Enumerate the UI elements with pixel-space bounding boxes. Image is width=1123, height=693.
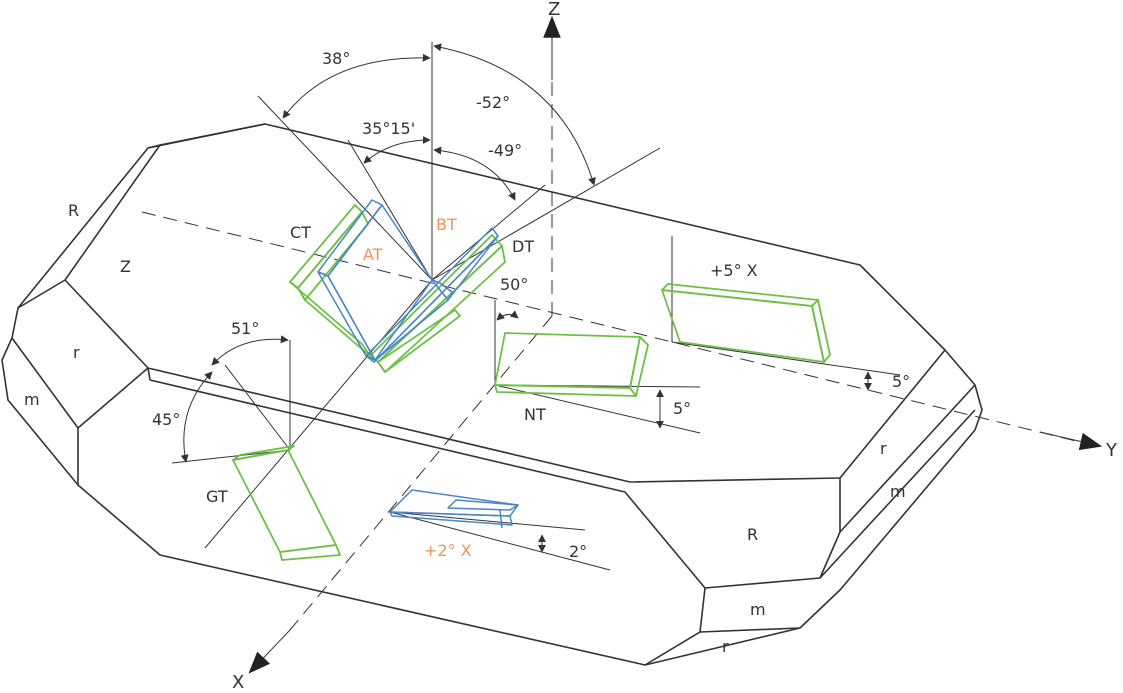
face-label-r-small-left: r <box>73 343 80 362</box>
angle-label-45: 45° <box>152 410 180 429</box>
face-label-m-right: m <box>890 482 906 501</box>
axis-label-y: Y <box>1105 440 1118 461</box>
y-axis-line <box>141 211 1081 443</box>
edge-r-bottom <box>644 631 701 666</box>
axis-label-z: Z <box>548 0 560 20</box>
blue-cuts <box>317 199 519 529</box>
face-label-r-bottom-right: R <box>747 525 758 544</box>
edge-r-band <box>17 144 161 309</box>
arc-45 <box>180 371 213 463</box>
angle-label-51: 51° <box>231 319 259 338</box>
edge-ridge-bottom <box>149 379 626 493</box>
face-label-m-left: m <box>24 390 40 409</box>
arc-51 <box>211 335 289 366</box>
crystal-outline <box>1 123 983 666</box>
ref-line-gt-51 <box>224 364 291 451</box>
edge-r-bottom-face <box>624 491 821 589</box>
plus2x-plate <box>389 489 519 529</box>
ref-slant-2x <box>389 511 611 571</box>
edge-r-left <box>11 279 149 429</box>
dt-plate <box>369 234 506 373</box>
x-axis-arrow <box>248 629 291 674</box>
bt-plate <box>365 227 499 363</box>
ref-line-ct <box>257 95 433 281</box>
arc-35-15 <box>363 136 431 164</box>
cut-label-at: AT <box>363 245 383 264</box>
arc-38 <box>282 53 431 119</box>
angle-label-neg52: -52° <box>476 93 510 112</box>
angle-label-38: 38° <box>322 49 350 68</box>
y-axis-arrow <box>1039 431 1103 451</box>
nt-plate <box>494 332 649 397</box>
arc-neg49 <box>433 146 516 201</box>
face-label-r-top-left: R <box>68 201 79 220</box>
angle-label-5-right: 5° <box>892 372 910 391</box>
face-label-z: Z <box>120 257 131 276</box>
cut-label-bt: BT <box>436 215 457 234</box>
gt-plate <box>232 445 341 561</box>
ref-horizontal-2x <box>389 511 586 531</box>
cut-label-nt: NT <box>524 405 546 424</box>
labels: Z Y X R Z r m r m R m r CT AT BT DT NT G… <box>24 0 1118 693</box>
face-label-r-right: r <box>880 439 887 458</box>
cut-label-ct: CT <box>290 223 311 242</box>
x-axis-line <box>289 315 553 631</box>
green-cuts <box>232 204 831 561</box>
edge-upper-facets <box>159 123 266 146</box>
angle-label-neg49: -49° <box>488 141 522 160</box>
face-label-r-bottom: r <box>722 637 729 656</box>
face-label-m-bottom: m <box>750 600 766 619</box>
angle-label-50: 50° <box>500 275 528 294</box>
arc-neg52 <box>433 43 596 186</box>
edge-ridge-end <box>147 367 151 381</box>
cut-label-dt: DT <box>512 237 534 256</box>
crystal-body <box>1 123 983 666</box>
plus5x-plate <box>661 283 831 363</box>
ref-line-gt-diagonal <box>204 279 433 549</box>
edge-ridge-top <box>147 349 946 483</box>
angle-label-2: 2° <box>569 542 587 561</box>
ref-slant-5x <box>671 341 901 376</box>
ref-line-at <box>347 139 433 281</box>
axis-label-x: X <box>232 672 244 689</box>
reference-lines <box>171 42 901 571</box>
arc-50 <box>496 310 519 321</box>
cut-label-plus5x: +5° X <box>710 261 758 280</box>
angle-arcs <box>180 43 872 553</box>
cut-label-gt: GT <box>206 487 228 506</box>
cut-label-plus2x: +2° X <box>424 541 472 560</box>
axes <box>141 15 1103 674</box>
angle-label-5-nt: 5° <box>673 399 691 418</box>
angle-label-35-15: 35°15' <box>362 119 415 138</box>
